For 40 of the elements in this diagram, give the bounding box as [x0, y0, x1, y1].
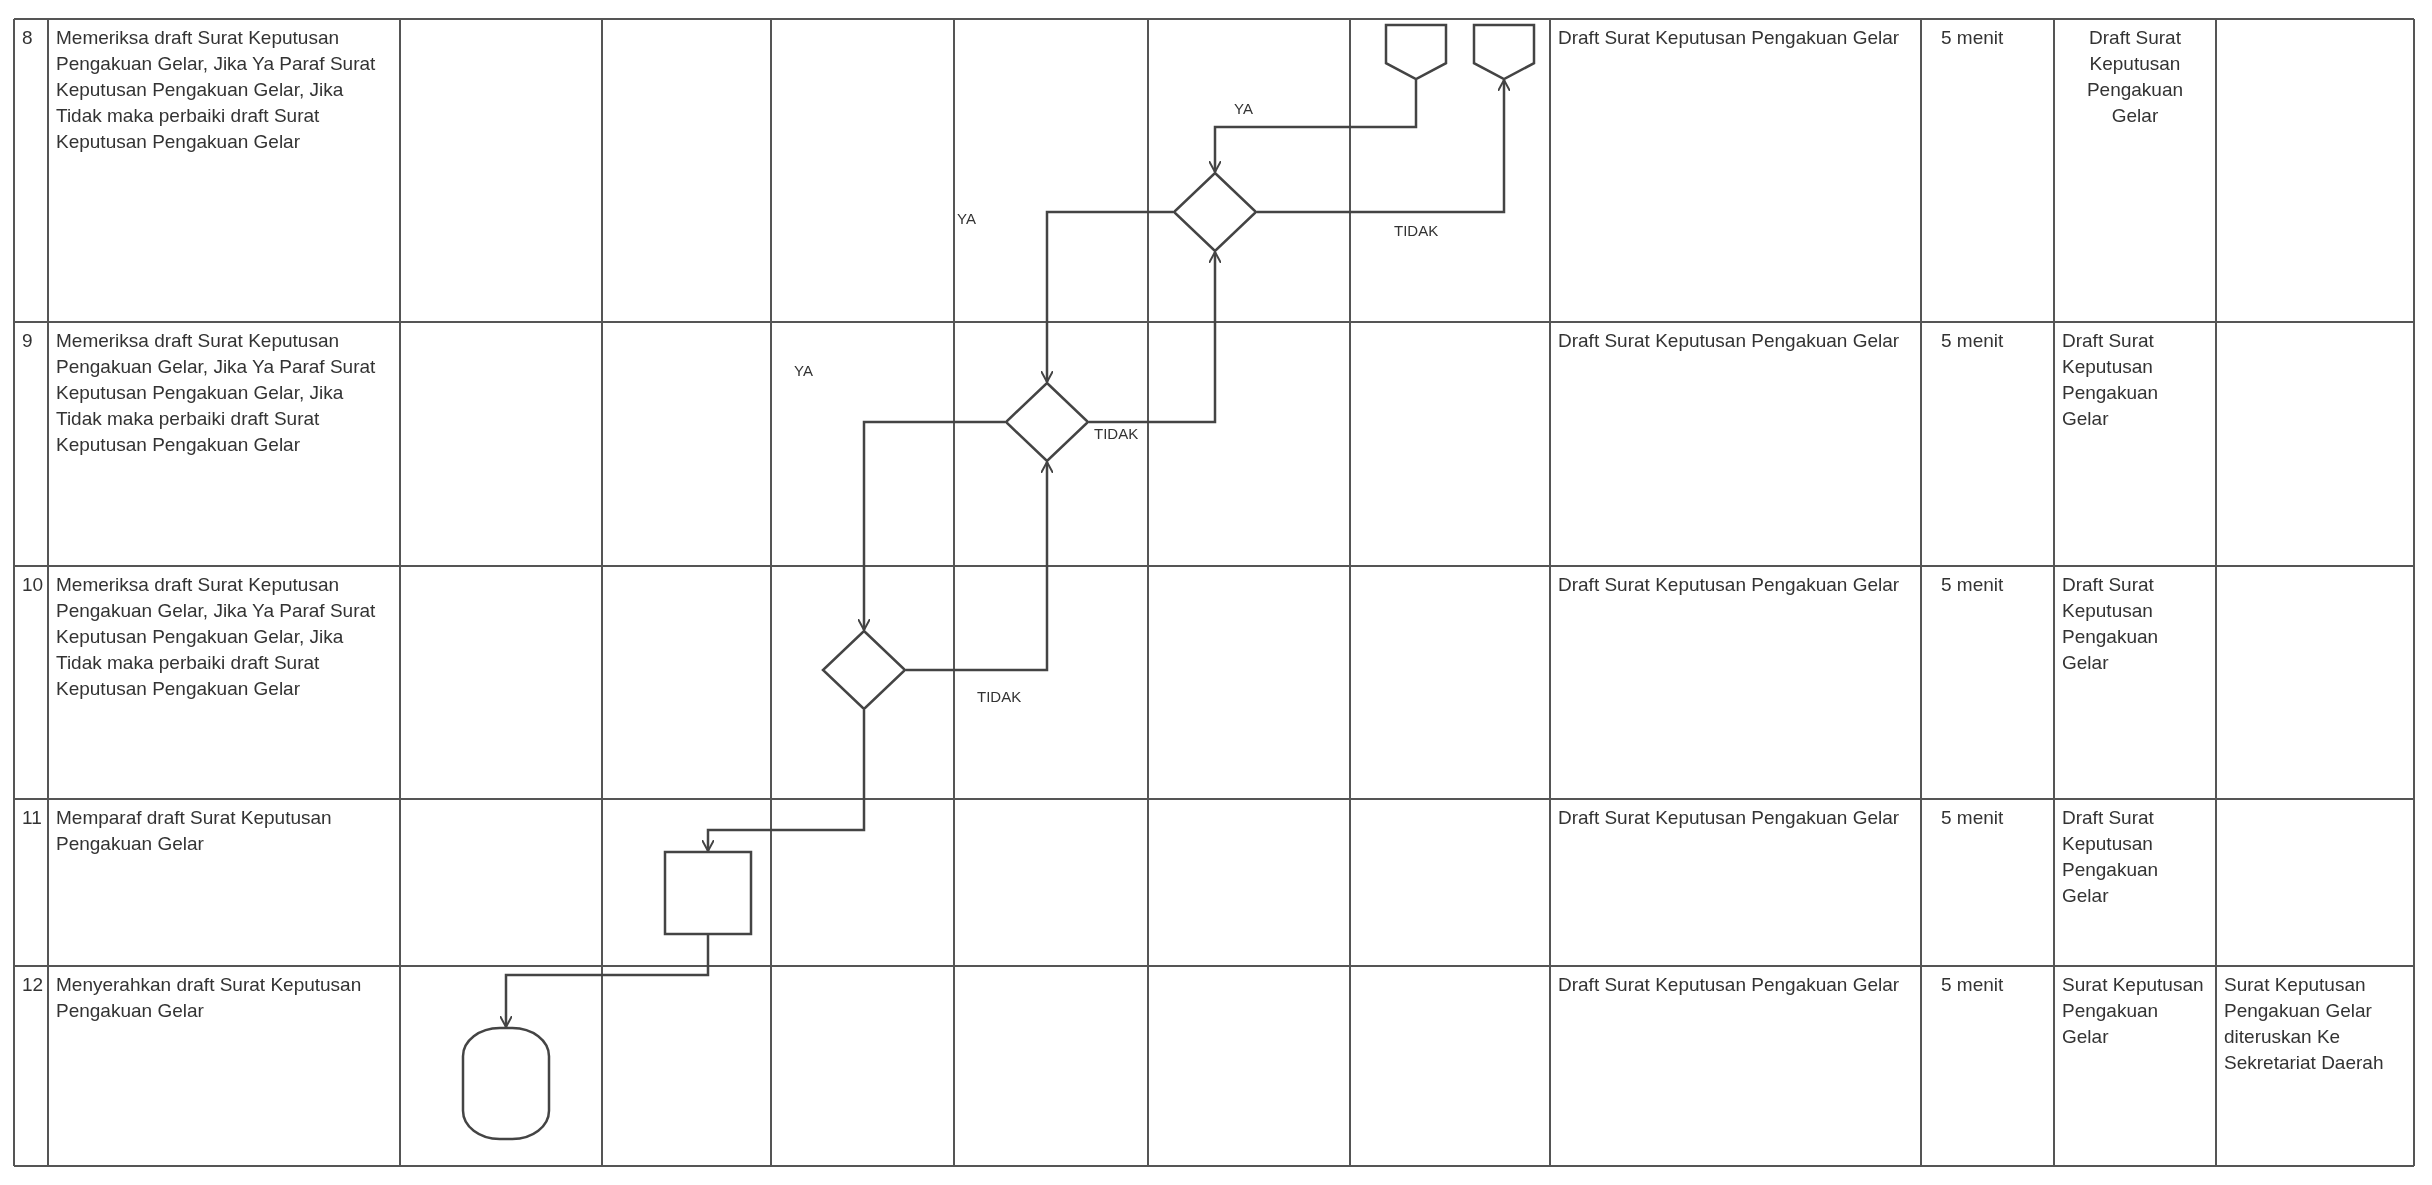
- requirement-text: Draft Surat Keputusan Pengakuan Gelar: [1558, 329, 1900, 353]
- output-text: Draft Surat Keputusan Pengakuan Gelar: [2062, 573, 2160, 675]
- connector-arrow: [1040, 210, 1173, 383]
- requirement-text: Draft Surat Keputusan Pengakuan Gelar: [1558, 573, 1900, 597]
- requirement-text: Draft Surat Keputusan Pengakuan Gelar: [1558, 806, 1900, 830]
- connector-arrow: [1208, 80, 1418, 173]
- connector-arrow: [857, 420, 1005, 631]
- time-text: 5 menit: [1941, 573, 2004, 597]
- activity-text: Memeriksa draft Surat Keputusan Pengakuan Gelar, Jika Ya Paraf Surat Keputusan Pengakuan Gelar, Jika Tidak maka perbaiki draft Surat Keputusan Pengakuan Gelar: [56, 573, 377, 701]
- activity-text: Memeriksa draft Surat Keputusan Pengakuan Gelar, Jika Ya Paraf Surat Keputusan Pengakuan Gelar, Jika Tidak maka perbaiki draft Surat Keputusan Pengakuan Gelar: [56, 329, 377, 457]
- activity-text: Menyerahkan draft Surat Keputusan Pengakuan Gelar: [56, 973, 363, 1023]
- decision-diamond: [1173, 172, 1257, 252]
- offpage-connector: [1473, 24, 1535, 80]
- activity-text: Memparaf draft Surat Keputusan Pengakuan Gelar: [56, 806, 333, 856]
- decision-diamond: [1005, 382, 1089, 462]
- connector-arrow: [499, 935, 710, 1028]
- output-text: Draft Surat Keputusan Pengakuan Gelar: [2062, 806, 2160, 908]
- decision-diamond: [822, 630, 906, 710]
- time-text: 5 menit: [1941, 329, 2004, 353]
- connector-arrow: [906, 461, 1054, 672]
- output-text: Draft Surat Keputusan Pengakuan Gelar: [2062, 329, 2160, 431]
- step-number: 9: [22, 329, 33, 353]
- requirement-text: Draft Surat Keputusan Pengakuan Gelar: [1558, 26, 1900, 50]
- terminator-shape: [462, 1027, 550, 1140]
- output-text: Draft Surat Keputusan Pengakuan Gelar: [2085, 26, 2185, 128]
- step-number: 8: [22, 26, 33, 50]
- time-text: 5 menit: [1941, 806, 2004, 830]
- output-text: Surat Keputusan Pengakuan Gelar: [2062, 973, 2205, 1049]
- connector-arrow: [1257, 79, 1511, 214]
- time-text: 5 menit: [1941, 26, 2004, 50]
- note-text: Surat Keputusan Pengakuan Gelar diteruskan Ke Sekretariat Daerah: [2224, 973, 2385, 1075]
- activity-text: Memeriksa draft Surat Keputusan Pengakuan Gelar, Jika Ya Paraf Surat Keputusan Pengakuan Gelar, Jika Tidak maka perbaiki draft Surat Keputusan Pengakuan Gelar: [56, 26, 377, 154]
- offpage-connector: [1385, 24, 1447, 80]
- requirement-text: Draft Surat Keputusan Pengakuan Gelar: [1558, 973, 1900, 997]
- step-number: 12: [22, 973, 40, 997]
- process-box: [664, 851, 752, 935]
- connector-arrow: [1089, 251, 1222, 424]
- connector-arrow: [701, 710, 866, 852]
- step-number: 11: [22, 806, 40, 830]
- time-text: 5 menit: [1941, 973, 2004, 997]
